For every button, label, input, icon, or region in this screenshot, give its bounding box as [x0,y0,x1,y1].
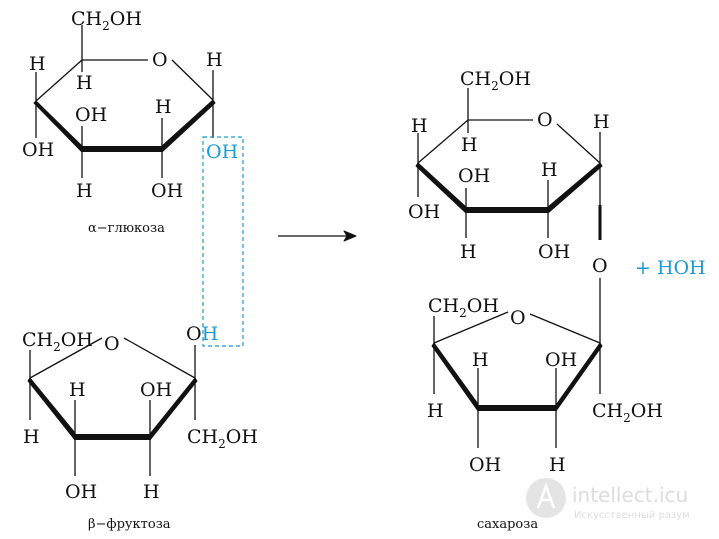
glucose-h-c4-up: H [29,53,46,75]
watermark-name: intellect.icu [572,483,688,507]
arrow-head [343,230,357,242]
sucrose-f-bond-c5-o [433,311,509,344]
glucose-h-anomeric: H [206,49,223,71]
watermark-logo-icon [526,478,566,518]
glucose-oh-c4: OH [22,139,54,161]
sucrose-f-bond-o-c2 [529,313,601,344]
sucrose-f-oh-c3-up: OH [545,349,577,371]
bridge-oxygen: O [592,255,608,277]
sucrose-caption: сахароза [477,517,538,532]
sucrose-g-h-c5: H [461,134,478,156]
sucrose-g-ring-oxygen: O [537,109,553,131]
watermark-logo-mark-icon [536,482,556,509]
glucose-ch2oh-label: CH2OH [71,8,142,33]
sucrose-g-oh-c2-down: OH [538,241,570,263]
glucose-bond-o-c1 [171,59,214,101]
reaction-arrow [278,230,357,242]
fructose-ch2oh-right: CH2OH [187,426,258,451]
sucrose-g-bond-c4-c5 [417,119,469,164]
sucrose-f-h-c3-down: H [549,454,566,476]
glucose-caption: α−глюкоза [88,221,165,236]
sucrose-g-h-c3-down: H [460,241,477,263]
fructose-caption: β−фруктоза [88,517,171,532]
water-byproduct: + HOH [635,257,706,279]
watermark-tagline: Искусственный разум [574,510,690,521]
alpha-glucose-structure: CH2OH O H H H OH OH H OH H OH α−глюкоза [22,8,238,236]
fructose-bond-c5-o [29,337,103,379]
fructose-h-c3-down: H [143,481,160,503]
fructose-ch2oh-label: CH2OH [22,329,93,354]
sucrose-f-ch2oh-right: CH2OH [592,400,663,425]
fructose-oh-c4-down: OH [65,481,97,503]
fructose-bond-o-c2 [123,337,196,379]
sucrose-g-h-c2-up: H [541,159,558,181]
sucrose-f-h-c5: H [427,400,444,422]
water-highlight-box [202,136,244,347]
sucrose-fructose-unit: CH2OH O H OH H CH2OH OH H сахароза [427,295,663,532]
glucose-oh-anomeric: OH [206,141,238,163]
fructose-ring-oxygen: O [104,333,120,355]
glucose-oh-c2-down: OH [151,180,183,202]
fructose-oh-top: OH [186,323,218,345]
glucose-bond-c4-c5 [35,59,83,102]
sucrose-g-oh-c3-up: OH [458,165,490,187]
glucose-h-c5: H [76,72,93,94]
glycosidic-bond: O [592,163,608,343]
sucrose-g-bond-o-c1 [556,123,601,164]
beta-fructose-structure: CH2OH O OH H OH H CH2OH OH H β−фруктоза [22,323,258,532]
glucose-oh-c3-up: OH [75,104,107,126]
sucrose-f-ch2oh-label: CH2OH [428,295,499,320]
sucrose-g-h-anomeric: H [593,111,610,133]
sucrose-g-oh-c4: OH [408,201,440,223]
fructose-oh-c3-up: OH [140,379,172,401]
glucose-h-c2-up: H [155,96,172,118]
sucrose-f-ring-oxygen: O [510,307,526,329]
intellect-watermark[interactable]: intellect.icu Искусственный разум [526,478,690,521]
fructose-h-c5: H [23,426,40,448]
glucose-h-c3-down: H [76,180,93,202]
sucrose-g-ch2oh-label: CH2OH [460,68,531,93]
sucrose-f-oh-c4-down: OH [469,454,501,476]
glucose-ring-oxygen: O [152,49,168,71]
sucrose-f-h-c4-up: H [472,349,489,371]
fructose-h-c4-up: H [69,379,86,401]
sucrose-glucose-unit: CH2OH O H H H OH OH H H OH [408,68,610,263]
sucrose-g-h-c4-up: H [411,115,428,137]
